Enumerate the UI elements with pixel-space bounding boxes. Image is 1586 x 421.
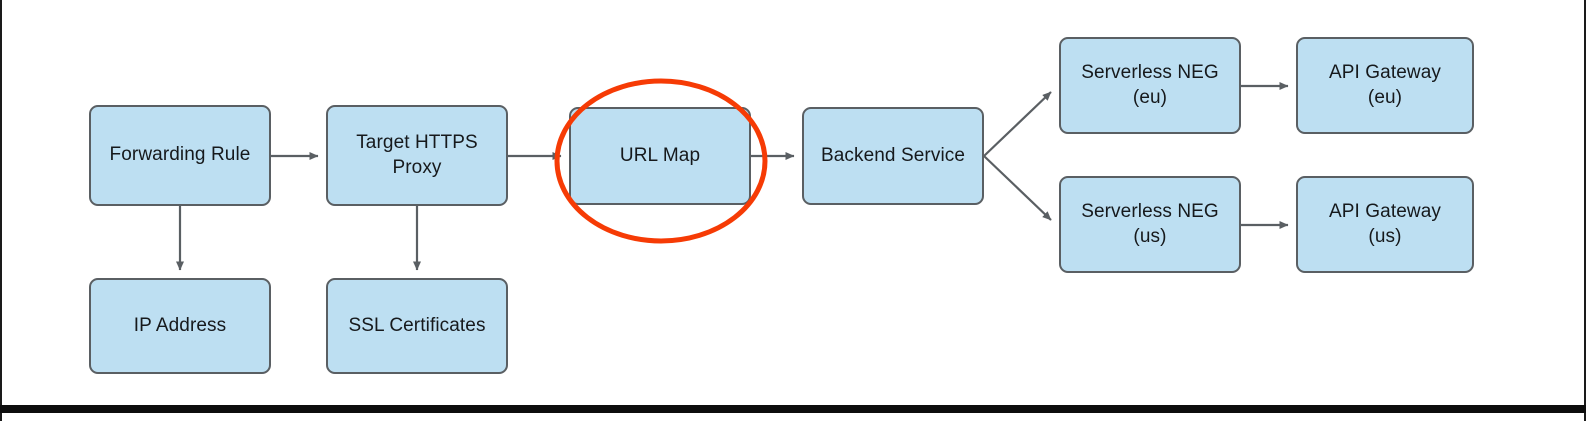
node-api-gateway-us[interactable]: API Gateway (us): [1296, 176, 1474, 273]
node-api-gateway-eu[interactable]: API Gateway (eu): [1296, 37, 1474, 134]
node-serverless-neg-us[interactable]: Serverless NEG (us): [1059, 176, 1241, 273]
node-backend-service[interactable]: Backend Service: [802, 107, 984, 205]
bottom-edge-band: [0, 405, 1586, 413]
node-ip-address[interactable]: IP Address: [89, 278, 271, 374]
node-forwarding-rule[interactable]: Forwarding Rule: [89, 105, 271, 206]
node-url-map[interactable]: URL Map: [569, 107, 751, 205]
edge-backend-service-to-serverless-neg-us: [983, 155, 1052, 221]
right-edge-rule: [1584, 0, 1586, 421]
edge-backend-service-to-serverless-neg-eu: [983, 91, 1052, 157]
node-ssl-certificates[interactable]: SSL Certificates: [326, 278, 508, 374]
left-edge-rule: [0, 0, 2, 421]
node-target-https-proxy[interactable]: Target HTTPS Proxy: [326, 105, 508, 206]
node-serverless-neg-eu[interactable]: Serverless NEG (eu): [1059, 37, 1241, 134]
